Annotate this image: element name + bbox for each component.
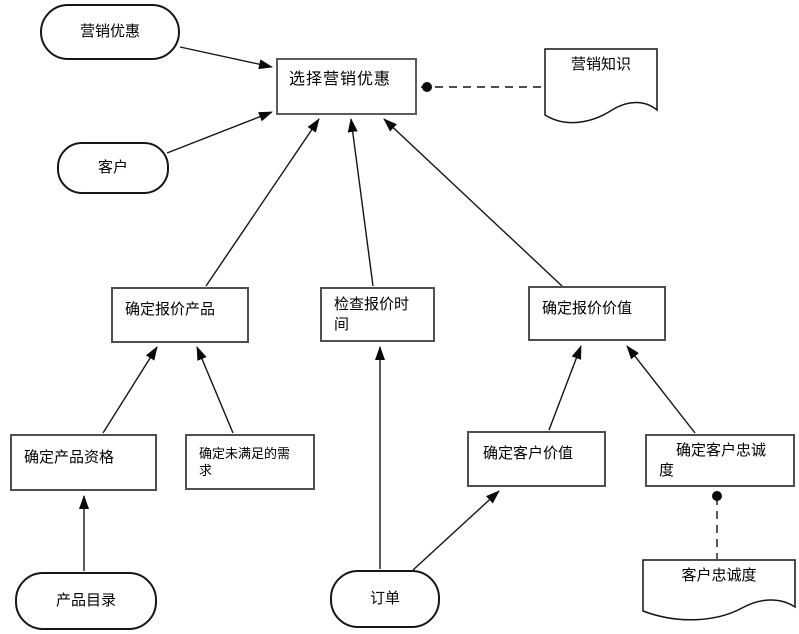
node-label: 选择营销优惠 — [289, 70, 392, 88]
node-label: 营销知识 — [570, 56, 631, 73]
node-label: 客户忠诚度 — [681, 567, 757, 584]
node-determine-quote-product[interactable]: 确定报价产品 — [111, 287, 249, 343]
node-marketing-knowledge[interactable]: 营销知识 — [545, 55, 657, 75]
node-determine-quote-value[interactable]: 确定报价价值 — [528, 286, 666, 341]
customer-loyalty-doc-shape[interactable] — [642, 559, 796, 621]
edge-quote-value-to-select — [383, 118, 563, 287]
edge-customer-value-to-quote-value — [548, 345, 582, 431]
node-marketing-offer[interactable]: 营销优惠 — [40, 4, 180, 60]
node-label: 订单 — [369, 590, 400, 608]
edge-order-to-customer-value — [412, 490, 500, 571]
edge-quote-time-to-select — [347, 118, 374, 287]
node-label: 确定客户价值 — [483, 445, 574, 463]
node-determine-customer-value[interactable]: 确定客户价值 — [467, 431, 606, 487]
link-anchor-dot — [422, 82, 432, 92]
node-label: 确定客户忠诚 度 — [659, 441, 767, 479]
link-anchor-dot — [712, 491, 722, 501]
node-determine-customer-loyalty[interactable]: 确定客户忠诚 度 — [645, 434, 795, 487]
node-label: 营销优惠 — [79, 23, 140, 41]
marketing-knowledge-shape[interactable] — [544, 48, 658, 124]
node-label: 确定未满足的需 求 — [199, 445, 291, 478]
node-label: 客户 — [97, 159, 128, 177]
node-label: 确定报价价值 — [542, 299, 633, 317]
node-label: 检查报价时 间 — [334, 295, 410, 333]
edge-quote-product-to-select — [205, 118, 320, 287]
node-label: 确定产品资格 — [24, 448, 115, 466]
node-customer-loyalty-doc[interactable]: 客户忠诚度 — [643, 566, 795, 586]
node-label: 产品目录 — [55, 592, 116, 610]
node-determine-product-qualification[interactable]: 确定产品资格 — [10, 434, 157, 491]
node-check-quote-time[interactable]: 检查报价时 间 — [320, 287, 435, 342]
node-label: 确定报价产品 — [125, 301, 216, 319]
node-order[interactable]: 订单 — [330, 570, 440, 628]
edge-marketing-offer-to-select — [179, 46, 273, 70]
node-customer[interactable]: 客户 — [57, 142, 169, 194]
edge-customer-to-select — [166, 111, 273, 154]
node-product-catalog[interactable]: 产品目录 — [15, 572, 157, 630]
node-select-marketing-offer[interactable]: 选择营销优惠 — [276, 58, 417, 115]
edge-customer-loyalty-to-quote-value — [626, 345, 696, 434]
edge-product-qualification-to-quote-product — [102, 346, 158, 434]
edge-unmet-needs-to-quote-product — [196, 346, 234, 434]
node-determine-unmet-needs[interactable]: 确定未满足的需 求 — [185, 434, 315, 490]
